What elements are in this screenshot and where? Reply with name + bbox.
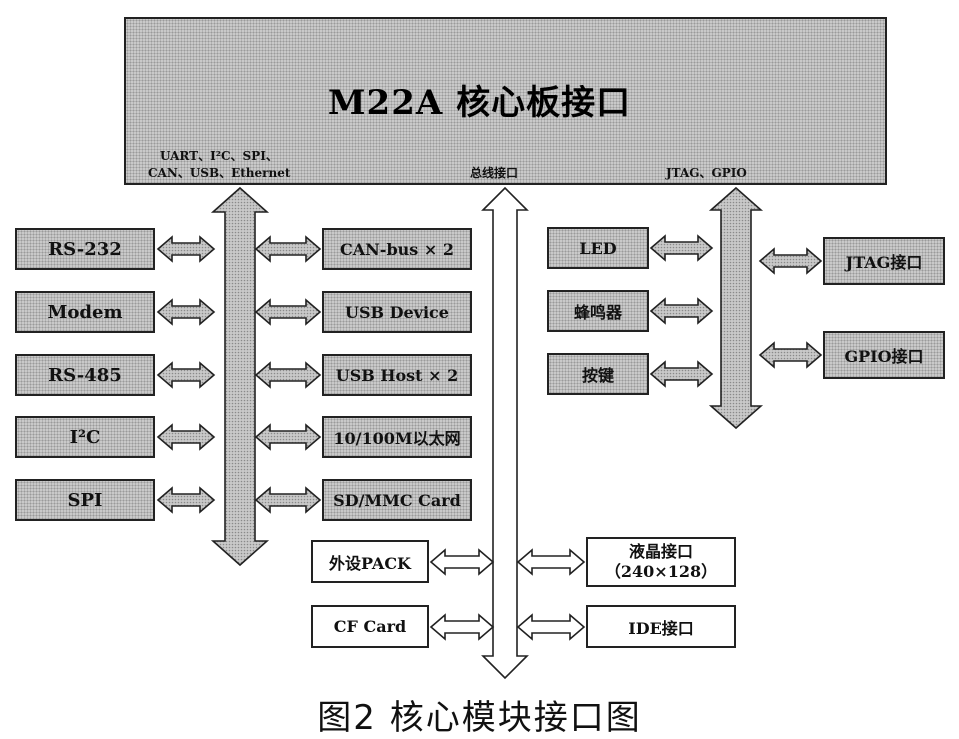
lcd-connector-arrow: [516, 548, 586, 576]
lcd-resolution-label: （240×128）: [604, 562, 718, 581]
ide-connector-arrow: [516, 613, 586, 641]
left-connector-arrow-4: [156, 486, 216, 514]
gpio-left-connector-arrow-1: [649, 297, 714, 325]
module-canbus: CAN-bus × 2: [322, 228, 472, 270]
right-connector-arrow-4: [254, 486, 322, 514]
bus-right-label: JTAG、GPIO: [666, 166, 747, 180]
module-modem: Modem: [15, 291, 155, 333]
figure-caption: 图2 核心模块接口图: [317, 698, 642, 738]
gpio-left-connector-arrow-2: [649, 360, 714, 388]
module-peripheral-pack: 外设PACK: [311, 540, 429, 583]
bus-middle-label: 总线接口: [470, 166, 519, 180]
gpio-right-connector-arrow-1: [758, 341, 823, 369]
module-keys: 按键: [547, 353, 649, 395]
left-connector-arrow-0: [156, 235, 216, 263]
right-connector-arrow-2: [254, 361, 322, 389]
pack-connector-arrow: [429, 548, 495, 576]
lcd-interface-label: 液晶接口: [628, 542, 693, 561]
module-ethernet: 10/100M以太网: [322, 416, 472, 458]
module-jtag-interface: JTAG接口: [823, 237, 945, 285]
left-connector-arrow-1: [156, 298, 216, 326]
core-board-title: M22A 核心板接口: [327, 83, 632, 123]
module-rs232: RS-232: [15, 228, 155, 270]
left-connector-arrow-2: [156, 361, 216, 389]
module-usb-device: USB Device: [322, 291, 472, 333]
module-lcd-interface: 液晶接口 （240×128）: [586, 537, 736, 587]
right-connector-arrow-3: [254, 423, 322, 451]
gpio-left-connector-arrow-0: [649, 234, 714, 262]
module-gpio-interface: GPIO接口: [823, 331, 945, 379]
module-spi: SPI: [15, 479, 155, 521]
bus-left-label-line1: UART、I²C、SPI、: [160, 149, 278, 163]
module-ide-interface: IDE接口: [586, 605, 736, 648]
right-connector-arrow-0: [254, 235, 322, 263]
module-usb-host: USB Host × 2: [322, 354, 472, 396]
right-connector-arrow-1: [254, 298, 322, 326]
left-connector-arrow-3: [156, 423, 216, 451]
module-i2c: I²C: [15, 416, 155, 458]
gpio-right-connector-arrow-0: [758, 247, 823, 275]
left-bus-arrow: [210, 186, 270, 567]
module-sdmmc: SD/MMC Card: [322, 479, 472, 521]
gpio-bus-arrow: [708, 186, 764, 430]
system-bus-arrow: [481, 186, 529, 680]
bus-left-label-line2: CAN、USB、Ethernet: [148, 166, 291, 180]
core-board: [124, 17, 887, 185]
module-buzzer: 蜂鸣器: [547, 290, 649, 332]
module-rs485: RS-485: [15, 354, 155, 396]
cf-connector-arrow: [429, 613, 495, 641]
module-led: LED: [547, 227, 649, 269]
module-cf-card: CF Card: [311, 605, 429, 648]
